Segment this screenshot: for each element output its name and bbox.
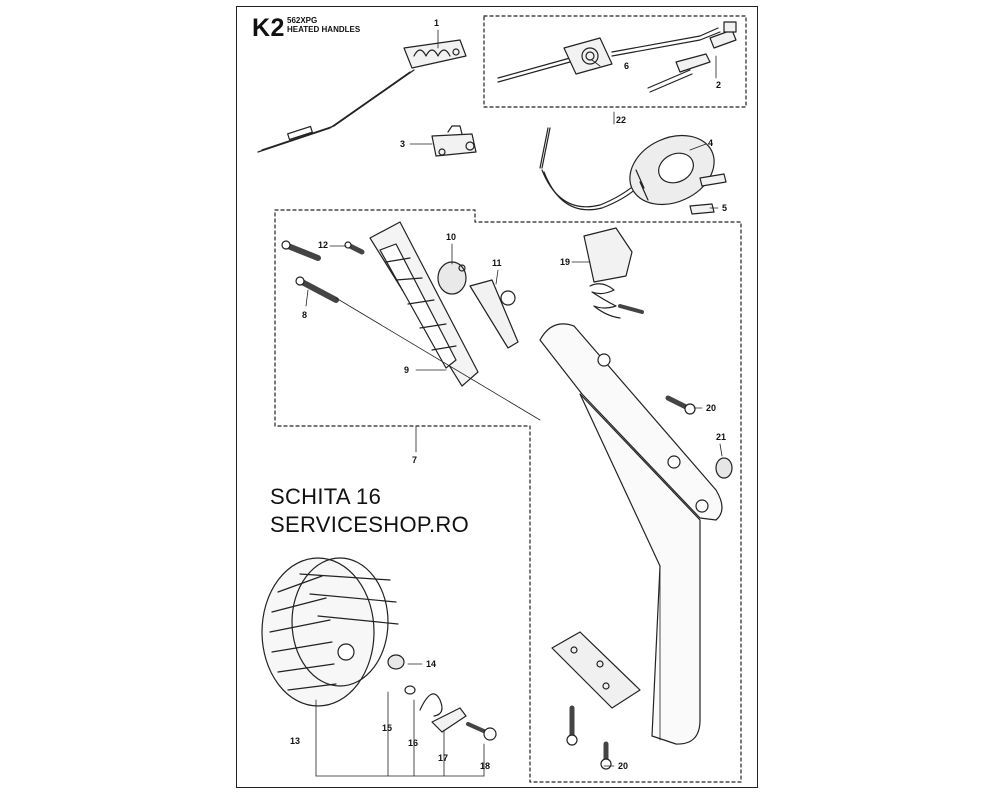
handle-grip-part-9 bbox=[335, 221, 541, 421]
callout-3: 3 bbox=[400, 139, 406, 149]
screws-part-8 bbox=[281, 240, 365, 303]
callout-5: 5 bbox=[722, 203, 728, 213]
switch-cable-part-6 bbox=[497, 27, 721, 83]
callout-12: 12 bbox=[318, 240, 329, 250]
callout-18: 18 bbox=[480, 761, 491, 771]
flywheel-part-13 bbox=[261, 557, 399, 707]
callout-15: 15 bbox=[382, 723, 393, 733]
callout-11: 11 bbox=[492, 258, 502, 268]
spring-bracket-part-19 bbox=[583, 227, 644, 319]
ring-heater-part-4 bbox=[539, 127, 715, 211]
callout-20-upper: 20 bbox=[706, 403, 717, 413]
nut-part-14 bbox=[387, 654, 405, 670]
screw-part-20a bbox=[665, 395, 696, 415]
callout-16: 16 bbox=[408, 738, 419, 748]
callout-22: 22 bbox=[616, 115, 627, 125]
pawl-part-17 bbox=[431, 707, 467, 733]
section-title: HEATED HANDLES bbox=[287, 25, 361, 34]
callout-13: 13 bbox=[290, 736, 301, 746]
callout-9: 9 bbox=[404, 365, 410, 375]
plug-part-21 bbox=[715, 457, 733, 479]
connector-part-2 bbox=[647, 21, 737, 93]
heating-element-part-1 bbox=[257, 39, 467, 153]
bracket-part-3 bbox=[431, 125, 477, 157]
front-handle-part-7 bbox=[539, 323, 723, 745]
callout-8: 8 bbox=[302, 310, 308, 320]
callout-20-lower: 20 bbox=[618, 761, 629, 771]
callout-2: 2 bbox=[716, 80, 722, 90]
watermark-line-2: SERVICESHOP.RO bbox=[270, 512, 470, 537]
diagram-code: K2 bbox=[252, 14, 285, 42]
group-7-box bbox=[274, 209, 742, 783]
callout-10: 10 bbox=[446, 232, 457, 242]
model-name: 562XPG bbox=[287, 16, 318, 25]
watermark-line-1: SCHITA 16 bbox=[270, 484, 382, 509]
leader-lines bbox=[305, 29, 723, 777]
callout-17: 17 bbox=[438, 753, 449, 763]
callout-21: 21 bbox=[716, 432, 727, 442]
callout-6: 6 bbox=[624, 61, 630, 71]
callout-1: 1 bbox=[434, 18, 440, 28]
callout-7: 7 bbox=[412, 455, 418, 465]
screws-part-5 bbox=[689, 173, 727, 215]
callout-4: 4 bbox=[708, 138, 714, 148]
washer-part-15 bbox=[404, 685, 416, 695]
group-22-box bbox=[483, 15, 747, 108]
spring-part-16 bbox=[419, 693, 443, 717]
knob-part-10 bbox=[437, 261, 467, 295]
callout-14: 14 bbox=[426, 659, 437, 669]
screw-part-18 bbox=[466, 722, 497, 741]
callout-19: 19 bbox=[560, 257, 571, 267]
model-block: 562XPG HEATED HANDLES bbox=[287, 16, 360, 34]
lever-part-11 bbox=[469, 279, 519, 349]
page-border bbox=[236, 6, 758, 788]
screws-bottom bbox=[566, 705, 612, 770]
